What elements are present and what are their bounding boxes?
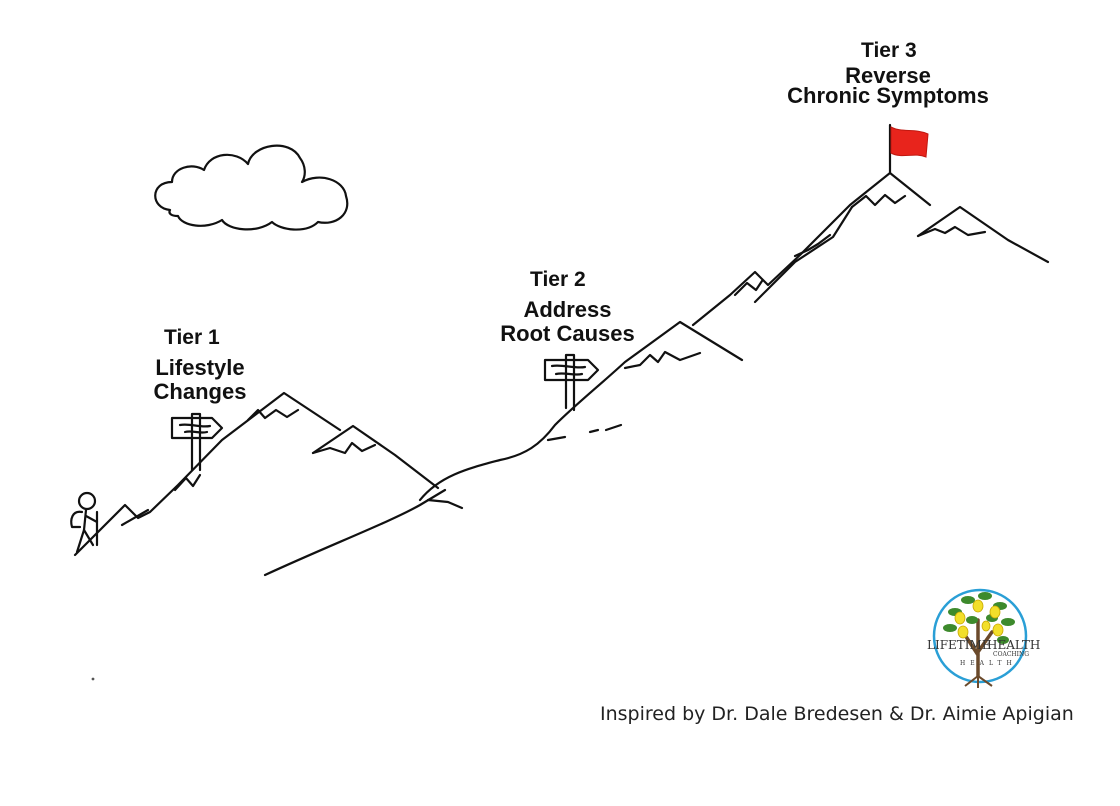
flag-icon <box>890 126 929 158</box>
tier-3-line-1: Reverse <box>845 63 931 88</box>
signpost-icon <box>170 412 224 472</box>
tier-2-line-1: Address <box>523 297 612 322</box>
cloud-icon <box>154 144 349 231</box>
logo-word-1: LIFETIME <box>927 638 991 652</box>
tier-3-line-2: Chronic Symptoms <box>787 83 989 108</box>
tier-2-title: Tier 2 <box>530 268 586 291</box>
mountain-tier-2 <box>418 320 744 510</box>
logo-ring-text: HEALTH <box>960 660 1017 667</box>
mountain-tier-1 <box>73 391 447 577</box>
tier-1-line-2: Changes <box>153 379 247 404</box>
tier-1-description: Lifestyle Changes <box>140 356 260 404</box>
tier-2-description: Address Root Causes <box>490 298 645 346</box>
tier-3-description: Reverse Chronic Symptoms <box>768 63 1008 108</box>
mountain-tier-3 <box>691 171 1050 327</box>
logo-subtitle: COACHING <box>993 651 1030 658</box>
logo-word-2: HEALTH <box>987 638 1041 652</box>
tier-1-line-1: Lifestyle <box>155 355 245 380</box>
tier-2-line-2: Root Causes <box>500 321 635 346</box>
tier-1-title: Tier 1 <box>164 326 220 349</box>
signpost-icon <box>543 353 600 412</box>
hiker-icon <box>70 491 99 554</box>
lemon-tree-logo-icon <box>932 588 1028 688</box>
tier-3-title: Tier 3 <box>861 39 917 62</box>
credit-text: Inspired by Dr. Dale Bredesen & Dr. Aimi… <box>600 703 1074 725</box>
